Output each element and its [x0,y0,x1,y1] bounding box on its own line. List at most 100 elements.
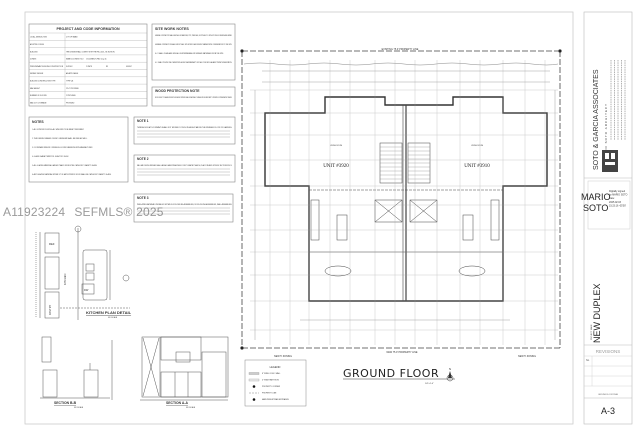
setback-left: NEW 5' ZONING [274,355,292,358]
section-a-scale: NO SCALE [186,406,196,409]
note-text: 3. COORDINATE WINDOW / OPENINGS & DOORS … [32,146,93,149]
ground-floor-scale: 1/4"=1'-0" [425,383,434,385]
signature-name-2: SOTO [583,203,608,213]
project-info-cell: MAX LOT COVERAGE [30,101,46,104]
mls-copyright: SEFMLS® 2025 [74,205,164,219]
pantry-label: PANTRY [48,304,52,315]
signature-detail: 15:23:16 -05'00' [609,204,627,207]
project-info-cell: 25'-0" PROVIDED [66,88,80,90]
project-info-cell: LOCAL JURISDICTION [30,36,48,39]
top-property-line-label: EXISTING 75.0' PROPERTY LINE [382,48,419,51]
firm-name: SOTO & GARCIA ASSOCIATES [593,69,600,170]
project-info-cell: SEISMIC DESIGN [30,73,44,75]
note-text: G.C. SHALL PROVIDE THE OWNER WITH A ONE … [155,61,232,64]
sheet-border [24,11,574,425]
sheet-number: A-3 [601,406,615,416]
project-info-cell: PROVIDED [66,102,75,104]
project-name: NEW DUPLEX [592,283,602,343]
firm-logo [602,150,618,172]
note-1-title: NOTE 1 [137,119,149,123]
revisions-title: REVISIONS [596,349,621,354]
unit-3920-label: UNIT #3920 [323,164,349,169]
wood-protection-title: WOOD PROTECTION NOTE [155,89,200,93]
legend-item: 8" WIDE CONC. WALL [262,372,280,375]
project-info-cell: PREDOMINANT BUILDING CONSTRUCTION [30,65,64,68]
note-text: THRESHOLDS AT DOORWAYS SHALL NOT EXCEED … [137,126,233,129]
signature-detail: by MARIO SOTO [609,194,628,197]
note-text: 1. ALL EXTERIOR DOORS & ALL WINDOWS TO B… [32,128,84,131]
mls-watermark: A11923224 SEFMLS® 2025 [3,205,173,219]
note-3-title: NOTE 3 [137,196,149,200]
section-b-b [40,336,113,400]
project-info-cell: 2 PROVIDED [66,95,77,97]
kitchen-scale: NO SCALE [108,316,118,319]
legend-item: MAIN PEDESTRIAN ENTRANCE [262,398,290,401]
note-text: 5. ALL GLAZING MATERIAL LARGER THAN 9 SF… [32,164,98,167]
signature-detail: Date: [609,197,615,200]
section-b-scale: NO SCALE [74,406,84,409]
project-label: PROJECT NAME [590,324,593,340]
project-info-cell: NUMBER OF FLOORS [30,95,47,97]
north-arrow-icon: N [446,367,454,382]
legend-title: LEGEND [270,365,281,369]
section-b-title: SECTION B-B [54,401,77,405]
legend-item: 4" WIDE PARTITION [262,379,279,382]
note-text: INSULATING MATERIALS INSTALLED WITHIN FL… [137,203,233,206]
setback-right: NEW 5' ZONING [518,355,536,358]
note-text: GENERAL CONTRACTOR SHALL EXECUTE ALL SIT… [155,43,232,46]
project-info-cell: BUILDING [30,51,38,53]
dw-label: DW [84,288,89,292]
project-info-cell: ZONING [30,59,37,61]
legend-item: PROPERTY LINE [262,393,277,395]
project-info-cell: GROUP [126,66,132,68]
kitchen-label: KITCHEN [63,273,67,285]
section-a-a [140,336,229,401]
project-info-cell: BUILDING CONSTRUCTION TYPE [30,81,55,83]
signature-detail: Digitally signed [609,190,626,193]
wood-protection-note: WOOD PROTECTION NOTE WOOD SUBJECT TO DAM… [151,86,236,107]
living-room-right: LIVING ROOM [471,145,483,147]
note-1-box: NOTE 1 THRESHOLDS AT DOORWAYS SHALL NOT … [133,116,236,145]
sheet-title: GROUND FLOOR PLAN [598,393,619,396]
project-info-cell: R3 [106,66,108,68]
note-text: WOOD SUBJECT TO DAMAGE FROM BOTH DECAY A… [155,96,232,99]
note-text: GENERAL CONTRACTOR SHALL KEEP ALL EXCAVA… [155,34,232,37]
legend-item: PROPERTY CORNER [262,386,281,388]
legend: LEGEND 8" WIDE CONC. WALL 4" WIDE PARTITI… [244,359,307,407]
unit-3910-label: UNIT #3910 [464,164,490,169]
section-a-title: SECTION A-A [166,401,188,405]
project-info-cell: TYPE V-B [66,81,73,83]
notes-box: NOTES 1. ALL EXTERIOR DOORS & ALL WINDOW… [28,116,129,183]
site-work-title: SITE WORK NOTES [155,27,189,31]
note-2-title: NOTE 2 [137,157,149,161]
kitchen-plan-detail: REF PANTRY KITCHEN DW [35,225,130,320]
kitchen-title: KITCHEN PLAN DETAIL [86,310,132,315]
project-info-cell: MAX HEIGHT [30,87,40,90]
note-text: G.C. SHALL CLEAN AND GRUB ALL SUBTERRANE… [155,52,224,55]
project-info-cell: CITY OF MIAMI [66,36,78,39]
project-info-title: PROJECT AND CODE INFORMATION [56,27,119,31]
site-work-notes: SITE WORK NOTES GENERAL CONTRACTOR SHALL… [151,23,236,81]
project-info-cell: 2 UNITS [86,66,92,68]
project-info-table: PROJECT AND CODE INFORMATION LOCAL JURIS… [28,23,148,107]
project-info-cell: THE DESIGN SHALL COMPLY WITH THE FBC 202… [66,50,115,53]
project-info-cell: ADOPTED CODES [30,43,44,46]
note-text: 4. GLASS CHARACTERISTICS: U-FACTOR / SHG… [32,155,69,158]
ground-floor-plan [240,49,562,350]
listing-id: A11923224 [3,205,66,219]
north-label: N [449,367,451,371]
architect-name: MARIO SOTO ARCHITECT [604,103,608,160]
revisions-no: No. [586,359,590,362]
signature-stamp [587,180,631,230]
ground-floor-title: GROUND FLOOR [343,367,439,380]
bottom-property-line-label: NEW 75.0' PROPERTY LINE [386,351,417,354]
note-text: 2. THIS DESIGN IS BASED ON FBC. ENGINEER… [32,137,88,140]
project-info-cell: AS APPLICABLE [66,72,78,75]
note-text: 6. ANY GLAZING MATERIAL WITHIN 24" OF AN… [32,173,112,176]
ref-label: REF [49,242,55,246]
signature-detail: 2025.02.03 [609,201,622,204]
note-3-box: NOTE 3 INSULATING MATERIALS INSTALLED WI… [133,193,234,223]
project-info-cell: DUPLEX [66,66,73,68]
notes-title: NOTES [32,120,44,124]
